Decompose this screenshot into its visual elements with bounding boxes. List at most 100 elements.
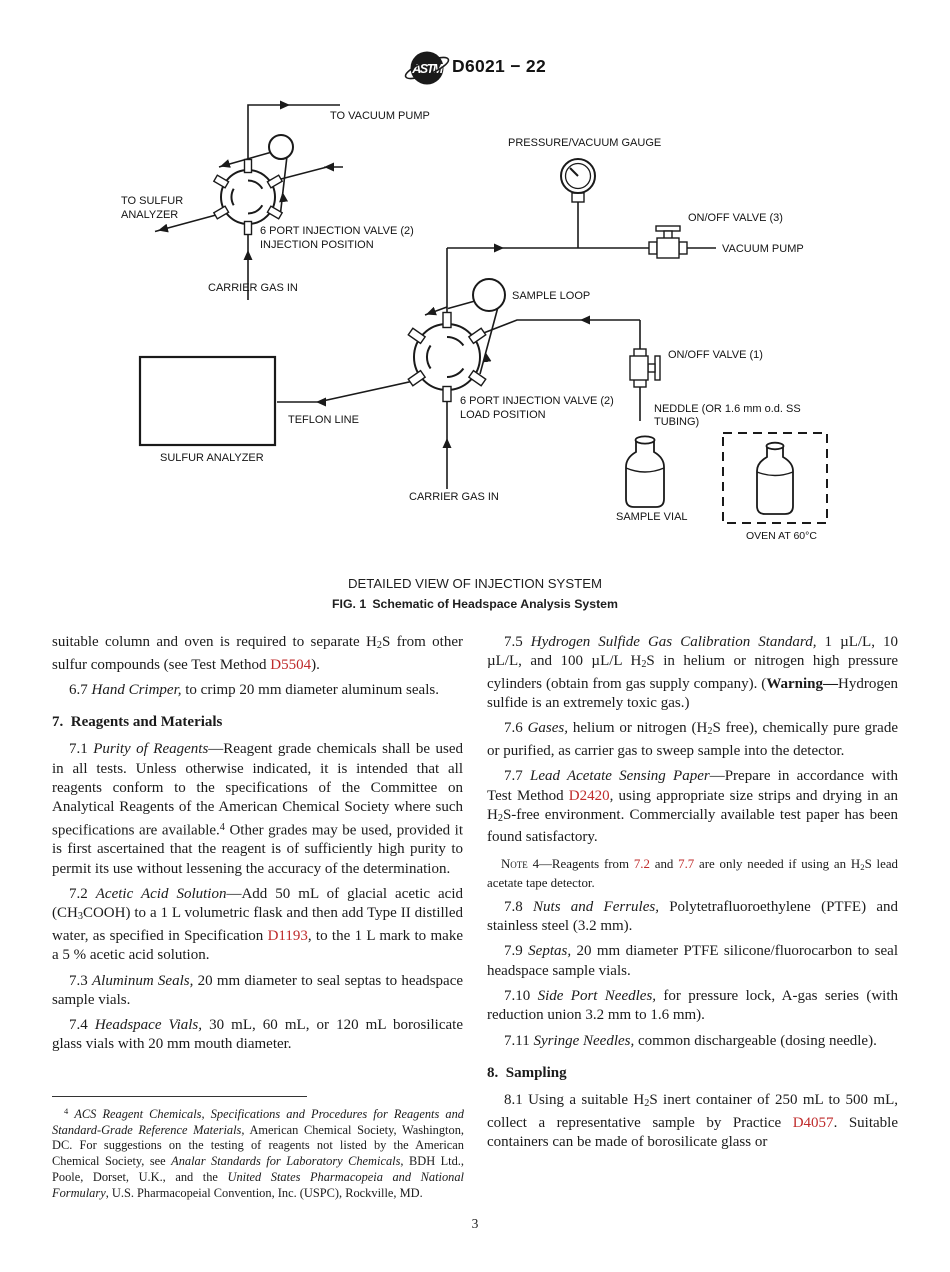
text-run: S from other sulfur compounds (see Test … [52, 634, 463, 673]
text-run: , American Chemical Society, Washington,… [52, 1122, 464, 1169]
text-run: Gases, [527, 720, 569, 737]
text-run: 7.4 [69, 1017, 95, 1034]
text-run: , using appropriate size strips and dryi… [487, 787, 898, 823]
oven-vial-bottle [756, 441, 794, 515]
paragraph: 7.2 Acetic Acid Solution—Add 50 mL of gl… [52, 885, 463, 965]
label-on-off-valve-1: ON/OFF VALVE (1) [668, 349, 763, 361]
text-run: S free), chemically pure grade or purifi… [487, 720, 898, 759]
label-valve1-line2: INJECTION POSITION [260, 239, 374, 251]
label-to-vacuum-pump: TO VACUUM PUMP [330, 110, 430, 122]
text-run: are only needed if using an H [694, 856, 861, 871]
text-run: Aluminum Seals, [92, 972, 194, 989]
text-run: Acetic Acid Solution [95, 886, 227, 903]
text-run: 7.9 [504, 943, 529, 960]
text-run: 8. Sampling [487, 1064, 567, 1081]
label-teflon-line: TEFLON LINE [288, 414, 359, 426]
text-run: 1 µL/L, 10 µL/L, and 100 µL/L H [487, 634, 898, 670]
paragraph: 7.10 Side Port Needles, for pressure loc… [487, 987, 898, 1026]
label-sulfur-analyzer: SULFUR ANALYZER [160, 452, 264, 464]
paragraph: 7.11 Syringe Needles, common dischargeab… [487, 1032, 898, 1051]
doc-link[interactable]: D2420 [568, 787, 610, 804]
doc-link[interactable]: 7.2 [633, 856, 650, 871]
text-run: 4—Reagents from [527, 856, 634, 871]
text-run: Polytetrafluoroethylene (PTFE) and stain… [487, 898, 899, 935]
text-run: and [649, 856, 679, 871]
arrowheads [157, 100, 590, 448]
text-run: ACS Reagent Chemicals, Specifications an… [52, 1106, 464, 1137]
text-run: S lead acetate tape detector. [487, 856, 899, 890]
footnote-text: 4 ACS Reagent Chemicals, Specifications … [52, 1104, 464, 1202]
text-run: Syringe Needles, [533, 1032, 635, 1049]
paragraph: 7.6 Gases, helium or nitrogen (H2S free)… [487, 719, 898, 761]
text-run: Purity of Reagents [93, 741, 209, 758]
paragraph: 7.1 Purity of Reagents—Reagent grade che… [52, 740, 463, 879]
text-run: 2 [644, 1098, 650, 1110]
label-sample-loop: SAMPLE LOOP [512, 290, 590, 302]
text-run: 7.8 [504, 898, 534, 915]
text-run: Analar Standards for Laboratory Chemical… [171, 1154, 401, 1169]
doc-link[interactable]: D1193 [267, 927, 308, 944]
text-run: , to the 1 L mark to make a 5 % acetic a… [52, 927, 463, 964]
sample-loop-coil-1 [268, 134, 294, 160]
doc-link[interactable]: D4057 [792, 1114, 834, 1131]
sample-loop-coil-2 [472, 278, 506, 312]
page-number: 3 [471, 1216, 479, 1231]
label-valve2-line1: 6 PORT INJECTION VALVE (2) [460, 395, 614, 407]
section-heading: 7. Reagents and Materials [52, 713, 463, 732]
text-run: S in helium or nitrogen high pressure cy… [487, 653, 898, 692]
paragraph: 7.9 Septas, 20 mm diameter PTFE silicone… [487, 942, 898, 981]
text-run: 4 [219, 821, 225, 833]
text-run: 7.1 [69, 741, 94, 758]
pressure-vacuum-gauge [560, 158, 596, 203]
figure-caption-top: DETAILED VIEW OF INJECTION SYSTEM [347, 576, 602, 591]
text-run: —Prepare in accordance with Test Method [487, 768, 898, 804]
label-valve2-line2: LOAD POSITION [460, 409, 546, 421]
paragraph: 7.3 Aluminum Seals, 20 mm diameter to se… [52, 972, 463, 1011]
text-run: 2 [641, 659, 647, 671]
paragraph: Note 4—Reagents from 7.2 and 7.7 are onl… [487, 856, 898, 891]
text-run: Hydrogen Sulfide Gas Calibration Standar… [530, 634, 817, 650]
text-run: , U.S. Pharmacopeial Convention, Inc. (U… [105, 1185, 423, 1200]
text-run: United States Pharmacopeia and National … [52, 1169, 464, 1200]
text-run: 2 [860, 861, 865, 872]
text-run: 20 mm diameter to seal septas to headspa… [52, 972, 464, 1008]
doc-link[interactable]: D5504 [270, 656, 312, 673]
doc-link[interactable]: 7.7 [678, 856, 695, 871]
figure-caption: FIG. 1 Schematic of Headspace Analysis S… [332, 597, 618, 611]
text-run: 2 [707, 726, 713, 738]
text-run: Nuts and Ferrules, [533, 898, 659, 915]
text-run: 4 [64, 1106, 69, 1116]
figure-diagram: TO VACUUM PUMP TO SULFUR ANALYZER 6 PORT… [121, 100, 828, 542]
text-run: common dischargeable (dosing needle). [634, 1032, 877, 1049]
label-to-sulfur-analyzer-1: TO SULFUR [121, 195, 183, 207]
text-run: 7.11 [504, 1032, 534, 1049]
label-needle-line2: TUBING) [654, 416, 699, 428]
text-run: Note [501, 856, 528, 871]
text-run: Hand Crimper, [91, 681, 182, 698]
text-run: —Reagent grade chemicals shall be used i… [52, 741, 463, 839]
text-run: 2 [497, 813, 503, 825]
text-run: Warning— [766, 675, 838, 692]
text-run: , BDH Ltd., Poole, Dorset, U.K., and the [52, 1154, 464, 1184]
label-vacuum-pump: VACUUM PUMP [722, 243, 804, 255]
sample-vial-bottle [625, 435, 665, 508]
paragraph: 7.5 Hydrogen Sulfide Gas Calibration Sta… [487, 633, 898, 713]
doc-code: D6021 − 22 [452, 56, 546, 76]
left-column: suitable column and oven is required to … [52, 633, 463, 1061]
oven-box [722, 432, 828, 524]
text-run: 8.1 Using a suitable H [504, 1092, 645, 1109]
paragraph: suitable column and oven is required to … [52, 633, 463, 675]
six-port-valve-injection [212, 134, 294, 236]
text-run: Hydrogen sulfide is an extremely toxic g… [487, 675, 898, 712]
text-run: S inert container of 250 mL to 500 mL, c… [487, 1092, 899, 1131]
astm-logo-text: ASTM [411, 62, 444, 76]
text-run: to crimp 20 mm diameter aluminum seals. [181, 681, 439, 698]
paragraph: 7.8 Nuts and Ferrules, Polytetrafluoroet… [487, 898, 898, 937]
text-run: ). [311, 656, 320, 673]
label-carrier-gas-in-top: CARRIER GAS IN [208, 282, 298, 294]
paragraph: 6.7 Hand Crimper, to crimp 20 mm diamete… [52, 681, 463, 700]
astm-logo: ASTM [404, 51, 450, 85]
text-run: 20 mm diameter PTFE silicone/fluorocarbo… [487, 943, 898, 979]
sulfur-analyzer-box [138, 355, 277, 447]
